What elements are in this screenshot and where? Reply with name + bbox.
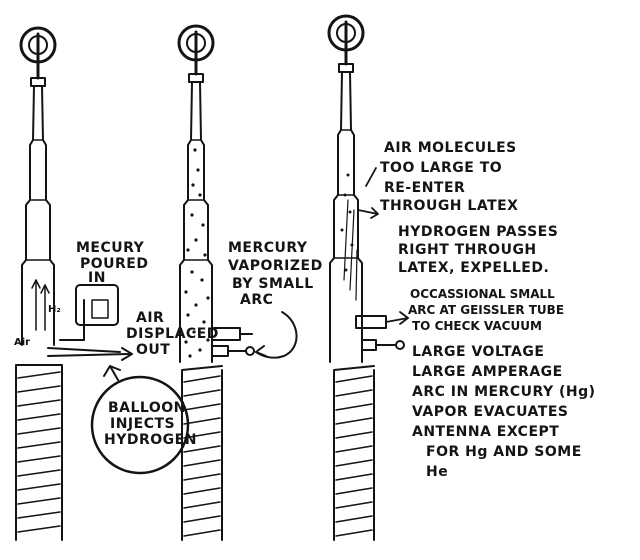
stage-1-vessel-inner: [91, 299, 109, 319]
stage-3-antenna: AIR MOLECULES TOO LARGE TO RE-ENTER THRO…: [327, 14, 601, 541]
stage-1-mercury-label: MECURY POURED IN: [76, 240, 154, 286]
stage-1-balloon: [90, 375, 190, 475]
stage-3-arc-terminal: [395, 340, 405, 350]
stage-3-arrow-out: [357, 207, 379, 219]
stage-3-hydrogen-label: HYDROGEN PASSES RIGHT THROUGH LATEX, EXP…: [398, 224, 564, 276]
stage-3-mast-right: [349, 71, 363, 363]
stage-3-air-molecules-label: AIR MOLECULES TOO LARGE TO RE-ENTER THRO…: [380, 140, 522, 214]
stage-2-arc-terminal: [245, 346, 255, 356]
stage-3-base-hatch: [335, 375, 373, 537]
stage-3-geissler-tube: [355, 315, 387, 329]
stage-1-mast-left: [21, 85, 35, 346]
stage-1-base: [15, 364, 63, 541]
stage-1-balloon-label: BALLOON INJECTS HYDROGEN: [104, 400, 197, 448]
stage-3-pointer-air: [365, 167, 377, 187]
stage-1-air-label: AIR DISPLACED OUT: [126, 310, 224, 358]
stage-2-antenna: MERCURY VAPORIZED BY SMALL ARC: [177, 24, 328, 541]
stage-1-mast-right: [41, 85, 55, 346]
stage-2-base: [181, 365, 223, 541]
stage-3-base: [333, 365, 375, 541]
stage-1-tube-bottom: [47, 353, 131, 357]
stage-1-arrow-air-head: [31, 279, 41, 289]
stage-3-occasional-label: OCCASSIONAL SMALL ARC AT GEISSLER TUBE T…: [408, 287, 568, 333]
stage-2-mast-right: [199, 81, 213, 363]
stage-1-arrow-h2-label: H₂: [48, 304, 61, 315]
stage-1-mercury-vessel: [75, 284, 119, 326]
stage-2-base-hatch: [183, 375, 221, 537]
stage-3-collar: [338, 63, 354, 73]
stage-2-collar: [188, 73, 204, 83]
stage-1-tube-arrow: [121, 347, 133, 361]
stage-2-curved-arrow-head: [255, 345, 267, 357]
stage-1-antenna: Air H₂ MECURY: [14, 26, 224, 541]
stage-1-arrow-air-label: Air: [14, 337, 30, 348]
stage-2-curved-arrow: [255, 311, 298, 359]
stage-1-arrow-h2-head: [40, 284, 50, 294]
stage-1-base-hatch: [17, 371, 61, 533]
stage-2-mast-left: [179, 81, 193, 363]
stage-1-tube-top: [47, 347, 121, 353]
stage-3-arc-electrode: [361, 339, 377, 351]
stage-3-mast-left: [329, 71, 343, 363]
stage-3-geissler-lead: [385, 317, 409, 323]
stage-2-arc-electrode: [211, 345, 229, 357]
stage-3-large-arc-label: LARGE VOLTAGE LARGE AMPERAGE ARC IN MERC…: [412, 344, 601, 480]
stage-1-balloon-arrow: [103, 365, 121, 381]
stage-1-collar: [30, 77, 46, 87]
stage-3-flow-lines: [343, 199, 358, 301]
stage-2-vapor-dots: [184, 148, 210, 358]
stage-3-geissler-arrow: [399, 311, 409, 325]
stage-2-vapor-label: MERCURY VAPORIZED BY SMALL ARC: [228, 240, 328, 308]
